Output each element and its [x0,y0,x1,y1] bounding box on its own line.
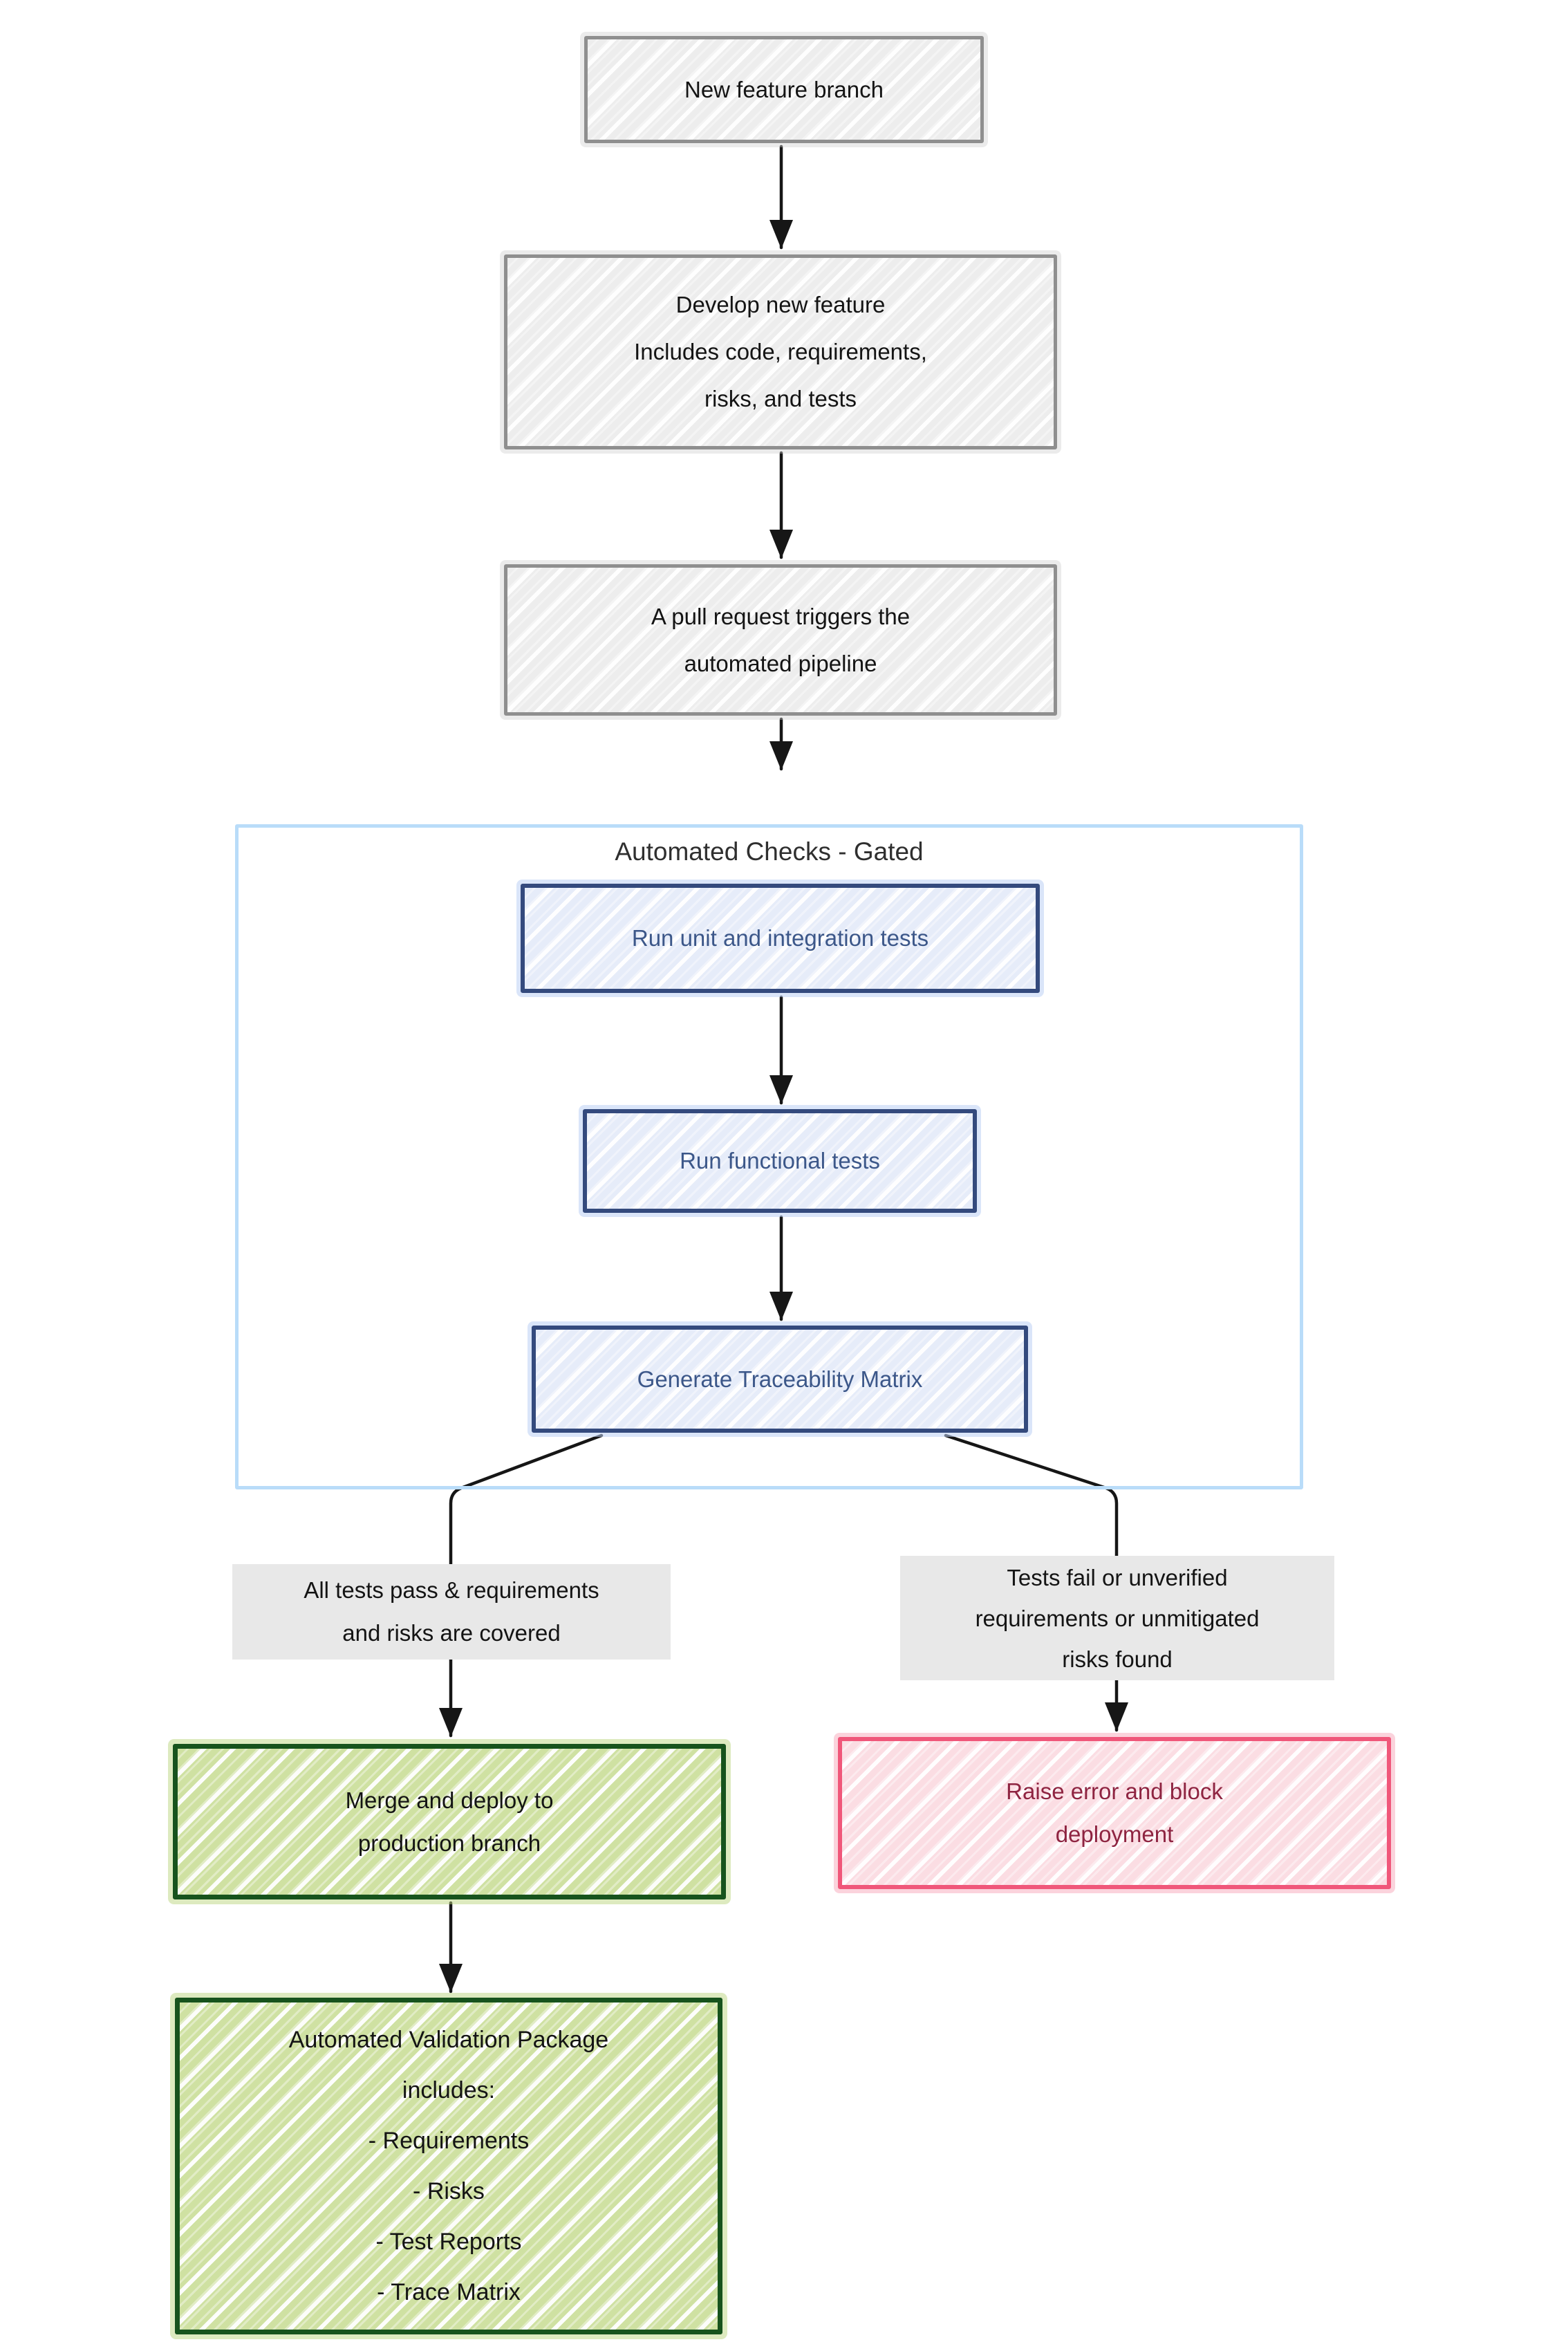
node-text: includes: [402,2076,496,2103]
node-text: Develop new feature [675,292,886,317]
edge-label-text: risks found [1062,1646,1173,1672]
node-run-unit-integration-tests: Run unit and integration tests [521,884,1040,993]
node-merge-and-deploy: Merge and deploy to production branch [173,1744,726,1899]
node-text: risks, and tests [704,386,857,411]
node-text: Merge and deploy to [345,1787,554,1813]
node-text: New feature branch [684,76,884,102]
node-text: A pull request triggers the [651,603,911,629]
node-validation-package: Automated Validation Package includes: -… [175,1998,722,2334]
edge-label-all-tests-pass: All tests pass & requirements and risks … [232,1564,671,1660]
node-text: Raise error and block [1006,1778,1223,1804]
edge-label-text: All tests pass & requirements [304,1577,599,1603]
node-raise-error: Raise error and block deployment [838,1737,1391,1889]
edge-label-text: and risks are covered [342,1620,561,1646]
node-develop-new-feature: Develop new feature Includes code, requi… [504,254,1057,449]
edge-label-tests-fail: Tests fail or unverified requirements or… [900,1556,1334,1680]
node-text: - Trace Matrix [377,2278,521,2305]
node-run-functional-tests: Run functional tests [583,1109,977,1213]
node-text: deployment [1055,1821,1174,1847]
node-text: Run unit and integration tests [631,925,929,951]
node-text: - Requirements [368,2127,530,2154]
node-text: - Test Reports [375,2228,522,2255]
node-text: Automated Validation Package [288,2026,609,2053]
node-pull-request: A pull request triggers the automated pi… [504,564,1057,716]
node-text: Run functional tests [680,1148,880,1173]
node-new-feature-branch: New feature branch [584,36,984,143]
edge-label-text: Tests fail or unverified [1007,1564,1228,1590]
node-generate-traceability-matrix: Generate Traceability Matrix [532,1326,1028,1433]
node-text: Includes code, requirements, [634,339,927,364]
automated-checks-title: Automated Checks - Gated [615,837,924,866]
node-text: Generate Traceability Matrix [637,1366,923,1392]
node-text: production branch [357,1830,541,1856]
node-text: - Risks [413,2177,485,2204]
node-text: automated pipeline [684,650,877,676]
automated-checks-container: Automated Checks - Gated [235,824,1303,1489]
edge-label-text: requirements or unmitigated [975,1605,1260,1631]
